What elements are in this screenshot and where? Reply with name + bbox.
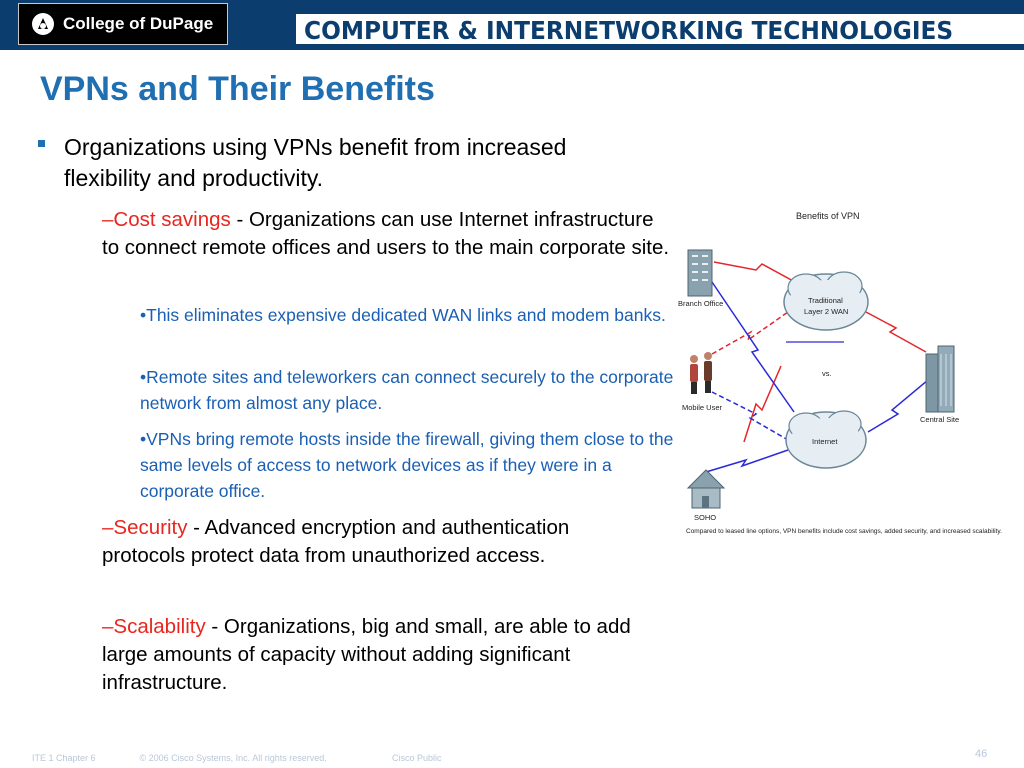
security-label: Security <box>113 516 188 539</box>
branch-office-label: Branch Office <box>678 299 723 308</box>
subpoint-cost-savings: –Cost savings - Organizations can use In… <box>102 206 670 262</box>
mobile-user-icon <box>690 352 712 394</box>
footer-copyright: © 2006 Cisco Systems, Inc. All rights re… <box>139 753 327 763</box>
internet-label: Internet <box>812 437 838 446</box>
figure-caption: Compared to leased line options, VPN ben… <box>686 528 1002 535</box>
red-wan-links <box>711 261 927 443</box>
cost-savings-text: - Organizations can use Internet infrast… <box>102 208 670 259</box>
cost-detail-item: •VPNs bring remote hosts inside the fire… <box>140 429 674 501</box>
soho-label: SOHO <box>694 513 716 522</box>
cost-savings-label: Cost savings <box>113 208 231 231</box>
central-site-label: Central Site <box>920 415 959 424</box>
figure-title: Benefits of VPN <box>796 211 860 221</box>
soho-house-icon <box>686 469 726 509</box>
slide-title: VPNs and Their Benefits <box>40 70 435 108</box>
college-logo-icon <box>32 13 54 35</box>
logo-text: College of DuPage <box>63 14 214 33</box>
banner-title: COMPUTER & INTERNETWORKING TECHNOLOGIES <box>304 16 954 45</box>
blue-vpn-links <box>705 281 929 473</box>
footer-classification: Cisco Public <box>392 753 442 763</box>
main-bullet: Organizations using VPNs benefit from in… <box>38 132 598 194</box>
wan-cloud-icon <box>783 271 869 331</box>
scalability-label: Scalability <box>113 615 206 638</box>
vs-label: vs. <box>822 369 832 378</box>
internet-cloud-icon <box>785 410 867 469</box>
footer-chapter: ITE 1 Chapter 6 <box>32 753 96 763</box>
square-bullet-icon <box>38 140 45 147</box>
subpoint-scalability: –Scalability - Organizations, big and sm… <box>102 613 642 697</box>
cost-detail-item: •Remote sites and teleworkers can connec… <box>140 367 674 413</box>
wan-label-line2: Layer 2 WAN <box>804 307 848 316</box>
header-bar: College of DuPage COMPUTER & INTERNETWOR… <box>0 0 1024 50</box>
program-banner: COMPUTER & INTERNETWORKING TECHNOLOGIES <box>296 14 1024 46</box>
mobile-user-label: Mobile User <box>682 403 723 412</box>
subpoint-security: –Security - Advanced encryption and auth… <box>102 514 602 570</box>
main-bullet-text: Organizations using VPNs benefit from in… <box>64 134 567 191</box>
central-site-building-icon <box>925 345 955 413</box>
cost-detail-item: •This eliminates expensive dedicated WAN… <box>140 305 666 325</box>
wan-label-line1: Traditional <box>808 296 843 305</box>
vpn-benefits-diagram: Benefits of VPN Traditional Layer 2 WAN … <box>678 211 959 522</box>
security-text: - Advanced encryption and authentication… <box>102 516 570 567</box>
page-number: 46 <box>975 748 988 760</box>
slide-footer: ITE 1 Chapter 6 © 2006 Cisco Systems, In… <box>32 753 442 763</box>
scalability-text: - Organizations, big and small, are able… <box>102 615 631 694</box>
subpoint-dash: – <box>102 516 114 539</box>
subpoint-dash: – <box>102 208 114 231</box>
subpoint-dash: – <box>102 615 114 638</box>
college-logo[interactable]: College of DuPage <box>18 3 228 45</box>
branch-office-building-icon <box>687 249 713 297</box>
